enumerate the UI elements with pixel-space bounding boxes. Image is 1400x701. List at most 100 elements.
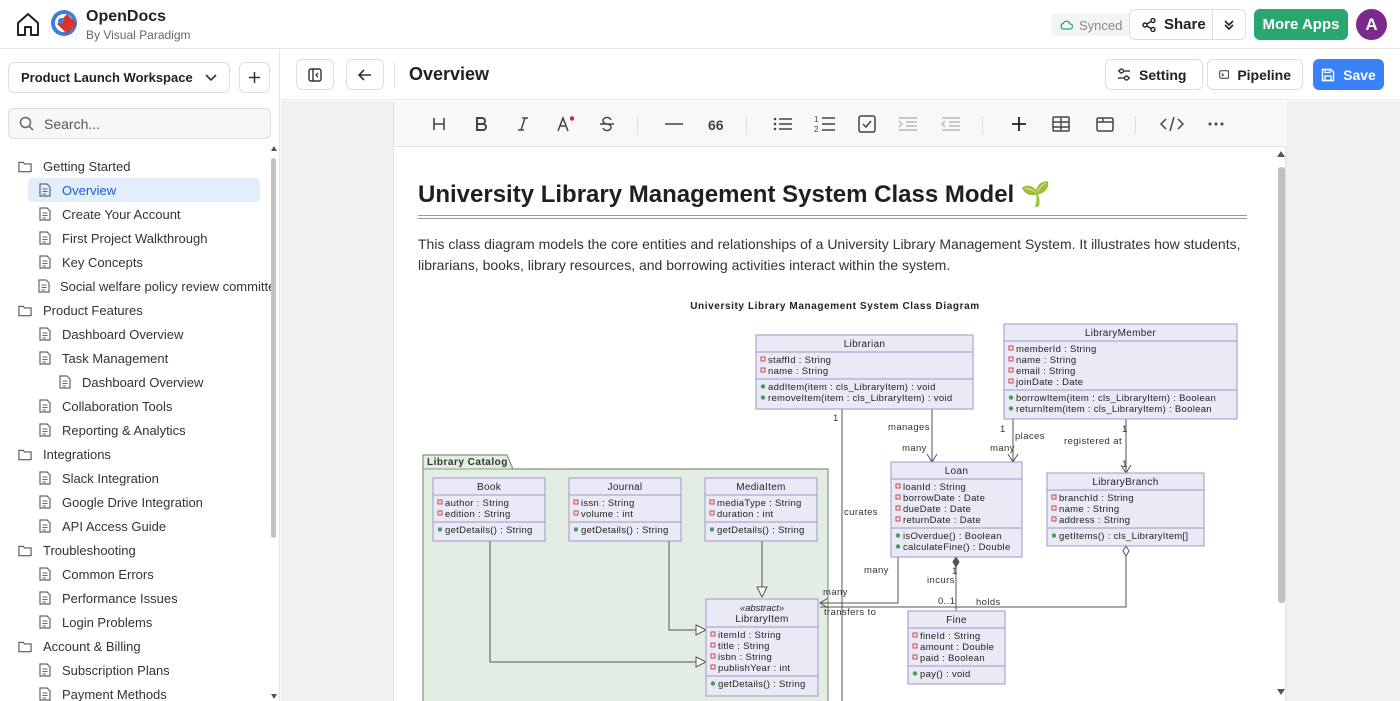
share-dropdown-button[interactable] bbox=[1213, 10, 1245, 39]
strikethrough-icon[interactable] bbox=[594, 112, 620, 136]
quote-icon[interactable]: 66 bbox=[703, 112, 729, 136]
class-operation: calculateFine() : Double bbox=[903, 542, 1011, 553]
private-marker-icon bbox=[895, 516, 901, 522]
search-input[interactable] bbox=[44, 115, 244, 132]
class-box bbox=[568, 477, 682, 542]
sidebar-item[interactable]: Task Management bbox=[0, 346, 272, 370]
sidebar-item[interactable]: Google Drive Integration bbox=[0, 490, 272, 514]
embed-icon[interactable] bbox=[1092, 112, 1118, 136]
sidebar-folder[interactable]: Integrations bbox=[0, 442, 272, 466]
class-attribute: amount : Double bbox=[920, 642, 994, 653]
code-icon[interactable] bbox=[1159, 112, 1185, 136]
insert-plus-icon[interactable] bbox=[1006, 112, 1032, 136]
class-name: LibraryBranch bbox=[1092, 477, 1158, 488]
sidebar-item[interactable]: Create Your Account bbox=[0, 202, 272, 226]
save-icon bbox=[1321, 68, 1335, 81]
arrow-left-icon bbox=[358, 68, 371, 81]
composition-diamond bbox=[952, 556, 960, 568]
table-icon[interactable] bbox=[1048, 112, 1074, 136]
sidebar-item-label: Account & Billing bbox=[43, 638, 141, 654]
class-operation: isOverdue() : Boolean bbox=[903, 531, 1002, 542]
sidebar-item[interactable]: API Access Guide bbox=[0, 514, 272, 538]
sidebar-item[interactable]: Social welfare policy review committee bbox=[0, 274, 272, 298]
document-body[interactable]: University Library Management System Cla… bbox=[394, 148, 1287, 701]
generalization-arrowhead bbox=[695, 624, 708, 636]
checklist-icon[interactable] bbox=[854, 112, 880, 136]
sidebar-item[interactable]: Overview bbox=[28, 178, 260, 202]
share-button[interactable]: Share bbox=[1130, 10, 1213, 39]
sidebar-folder[interactable]: Account & Billing bbox=[0, 634, 272, 658]
workspace-name: Product Launch Workspace bbox=[21, 70, 193, 85]
sidebar-item[interactable]: Common Errors bbox=[0, 562, 272, 586]
sidebar-folder[interactable]: Getting Started bbox=[0, 154, 272, 178]
chevron-down-icon bbox=[205, 73, 217, 81]
class-box bbox=[704, 477, 818, 542]
setting-label: Setting bbox=[1139, 66, 1187, 83]
class-attribute: title : String bbox=[718, 641, 770, 652]
relationship-label: incurs bbox=[927, 575, 955, 586]
avatar[interactable]: A bbox=[1356, 9, 1387, 40]
italic-icon[interactable] bbox=[510, 112, 536, 136]
sidebar-item-label: Performance Issues bbox=[62, 590, 178, 606]
class-attribute: borrowDate : Date bbox=[903, 493, 985, 504]
sidebar-item[interactable]: Slack Integration bbox=[0, 466, 272, 490]
toggle-sidebar-button[interactable] bbox=[296, 59, 334, 90]
private-marker-icon bbox=[1051, 516, 1057, 522]
class-attribute: loanId : String bbox=[903, 482, 966, 493]
sidebar-item[interactable]: Payment Methods bbox=[0, 682, 272, 701]
document-icon bbox=[58, 375, 72, 389]
document-icon bbox=[38, 471, 52, 485]
relationship-label: 1 bbox=[1122, 459, 1128, 470]
home-icon[interactable] bbox=[12, 8, 44, 40]
horizontal-rule-icon[interactable] bbox=[661, 112, 687, 136]
document-intro: This class diagram models the core entit… bbox=[418, 236, 1241, 273]
cloud-icon bbox=[1060, 20, 1073, 30]
sidebar-item[interactable]: Subscription Plans bbox=[0, 658, 272, 682]
class-box bbox=[890, 461, 1023, 558]
sidebar-item[interactable]: First Project Walkthrough bbox=[0, 226, 272, 250]
more-options-icon[interactable] bbox=[1203, 112, 1229, 136]
generalization-arrowhead bbox=[695, 656, 708, 668]
document-icon bbox=[38, 519, 52, 533]
sidebar-item[interactable]: Key Concepts bbox=[0, 250, 272, 274]
sidebar-item[interactable]: Performance Issues bbox=[0, 586, 272, 610]
class-box bbox=[755, 334, 974, 410]
class-name: LibraryItem bbox=[735, 614, 788, 625]
sidebar-folder[interactable]: Product Features bbox=[0, 298, 272, 322]
class-diagram[interactable]: University Library Management System Cla… bbox=[418, 281, 1248, 701]
text-color-icon[interactable] bbox=[553, 112, 579, 136]
sidebar-item-label: Integrations bbox=[43, 446, 111, 462]
scroll-down-icon bbox=[271, 694, 277, 699]
sidebar-item[interactable]: Collaboration Tools bbox=[0, 394, 272, 418]
bullet-list-icon[interactable] bbox=[770, 112, 796, 136]
save-button[interactable]: Save bbox=[1313, 59, 1384, 90]
share-icon bbox=[1142, 17, 1156, 32]
sidebar-item[interactable]: Reporting & Analytics bbox=[0, 418, 272, 442]
workspace-select[interactable]: Product Launch Workspace bbox=[8, 62, 230, 93]
sidebar-folder[interactable]: Troubleshooting bbox=[0, 538, 272, 562]
editor-scroll-thumb[interactable] bbox=[1278, 167, 1285, 603]
svg-text:2: 2 bbox=[814, 125, 819, 134]
add-page-button[interactable] bbox=[239, 62, 270, 93]
public-marker-icon bbox=[710, 681, 716, 686]
more-apps-button[interactable]: More Apps bbox=[1254, 9, 1348, 40]
back-button[interactable] bbox=[346, 59, 384, 90]
class-operation: borrowItem(item : cls_LibraryItem) : Boo… bbox=[1016, 393, 1216, 404]
heading-icon[interactable] bbox=[426, 112, 452, 136]
public-marker-icon bbox=[1008, 395, 1014, 400]
sidebar-scroll-thumb[interactable] bbox=[271, 158, 276, 538]
pipeline-button[interactable]: Pipeline bbox=[1207, 59, 1303, 90]
folder-icon bbox=[18, 159, 32, 173]
search-box bbox=[8, 108, 271, 139]
bold-icon[interactable] bbox=[468, 112, 494, 136]
sidebar-item[interactable]: Login Problems bbox=[0, 610, 272, 634]
sidebar-item[interactable]: Dashboard Overview bbox=[0, 370, 272, 394]
sidebar-scrollbar[interactable] bbox=[271, 146, 277, 699]
class-name: LibraryMember bbox=[1085, 328, 1157, 339]
class-attribute: isbn : String bbox=[718, 652, 772, 663]
class-attribute: branchId : String bbox=[1059, 493, 1134, 504]
setting-button[interactable]: Setting bbox=[1105, 59, 1203, 90]
editor-scrollbar[interactable] bbox=[1277, 151, 1285, 699]
sidebar-item[interactable]: Dashboard Overview bbox=[0, 322, 272, 346]
